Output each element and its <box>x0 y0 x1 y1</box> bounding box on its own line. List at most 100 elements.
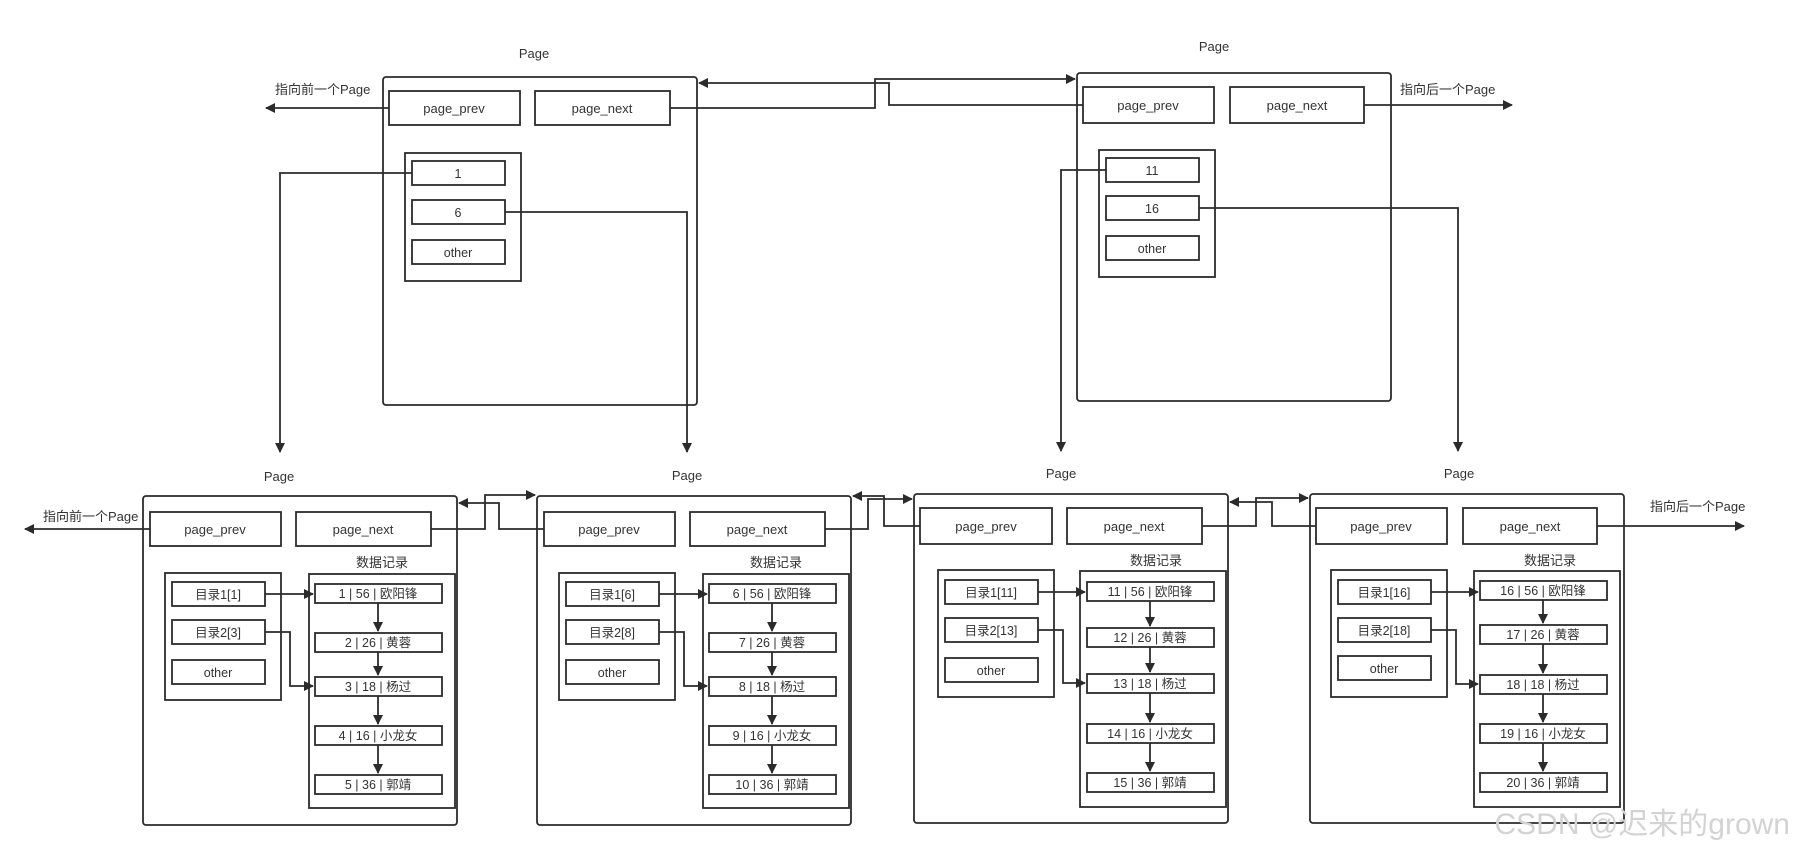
leaf-page-1-dir-3: other <box>204 666 233 680</box>
leaf-page-4-record-5: 20 | 36 | 郭靖 <box>1506 775 1579 790</box>
top-2-prev-link <box>698 78 1083 106</box>
top-page-1-next-label: page_next <box>572 101 633 116</box>
leaf-page-2-record-4: 9 | 16 | 小龙女 <box>733 728 812 743</box>
leaf-3-dir-2-link <box>1038 629 1086 688</box>
top-page-1: Page page_prev page_next 1 6 other 指向前一个… <box>275 46 698 406</box>
leaf-page-3-record-5: 15 | 36 | 郭靖 <box>1113 775 1186 790</box>
leaf-page-4-record-4: 19 | 16 | 小龙女 <box>1500 726 1586 741</box>
leaf-2-next-link <box>825 494 913 530</box>
leaf-page-3-record-5-box <box>1086 772 1215 793</box>
leaf-page-3-record-4: 14 | 16 | 小龙女 <box>1107 726 1193 741</box>
top-page-1-entry-1: 1 <box>455 167 462 181</box>
leaf-page-1-dir-2: 目录2[3] <box>195 626 241 640</box>
leaf-page-1-record-3: 3 | 18 | 杨过 <box>345 679 412 694</box>
leaf-page-2-record-1: 6 | 56 | 欧阳锋 <box>733 587 812 601</box>
leaf-page-1-record-1: 1 | 56 | 欧阳锋 <box>339 587 418 601</box>
leaf-page-3-prev-label: page_prev <box>955 519 1017 534</box>
leaf-page-1-dir-1-box <box>171 581 266 607</box>
top-page-2-entry-2: 16 <box>1145 202 1159 216</box>
leaf-1-dir-2-link <box>265 631 314 691</box>
top-page-2-next-pointer-label: 指向后一个Page <box>1400 82 1495 97</box>
leaf-page-1-title: Page <box>264 469 294 484</box>
top-page-1-prev-label: page_prev <box>423 101 485 116</box>
top-1-entry-2-link <box>505 211 692 453</box>
top-page-2-entry-1-box <box>1105 157 1200 183</box>
leaf-page-4-dir-1-box <box>1337 579 1432 605</box>
top-page-2-entry-1: 11 <box>1146 164 1159 178</box>
leaf-page-1-next-label: page_next <box>333 522 394 537</box>
leaf-page-3-dir-3-box <box>944 657 1039 683</box>
leaf-page-1-records-title: 数据记录 <box>356 555 408 570</box>
top-page-2-next-label: page_next <box>1267 98 1328 113</box>
leaf-page-1-record-4: 4 | 16 | 小龙女 <box>339 728 418 743</box>
leaf-page-4-record-3: 18 | 18 | 杨过 <box>1506 677 1580 692</box>
leaf-page-4-record-1: 16 | 56 | 欧阳锋 <box>1500 584 1586 598</box>
leaf-3-next-link <box>1202 493 1309 527</box>
top-page-1-entry-1-box <box>411 160 506 186</box>
top-page-2-next-box <box>1229 86 1365 124</box>
leaf-page-2-title: Page <box>672 468 702 483</box>
leaf-page-1-dir-2-box <box>171 619 266 645</box>
leaf-page-2-next-box <box>689 511 826 547</box>
leaf-page-4-record-5-box <box>1479 772 1608 793</box>
leaf-page-2-records-title: 数据记录 <box>750 555 802 570</box>
leaf-page-4-prev-label: page_prev <box>1350 519 1412 534</box>
watermark: CSDN @迟来的grown <box>1494 808 1790 841</box>
leaf-page-3-next-box <box>1066 507 1203 545</box>
leaf-page-3-dir-1: 目录1[11] <box>965 586 1017 600</box>
top-page-1-title: Page <box>519 46 549 61</box>
top-page-2-entry-2-box <box>1105 195 1200 221</box>
top-page-1-entry-3-box <box>411 239 506 265</box>
leaf-page-2-record-2: 7 | 26 | 黄蓉 <box>739 636 806 650</box>
leaf-page-1-record-5-box <box>314 774 443 795</box>
top-page-1-entry-3: other <box>444 246 473 260</box>
leaf-page-1-prev-pointer-label: 指向前一个Page <box>43 509 138 524</box>
leaf-page-3-dir-2: 目录2[13] <box>965 624 1018 638</box>
leaf-page-2-record-3: 8 | 18 | 杨过 <box>739 679 806 694</box>
leaf-3-prev-link <box>852 491 920 527</box>
leaf-1-next-link <box>431 490 536 530</box>
leaf-2-dir-2-link <box>659 631 708 691</box>
leaf-page-1-record-2: 2 | 26 | 黄蓉 <box>345 636 412 650</box>
top-2-entry-1-link <box>1056 169 1106 452</box>
leaf-page-1-record-5: 5 | 36 | 郭靖 <box>345 777 411 792</box>
leaf-page-3-dir-2-box <box>944 617 1039 643</box>
leaf-page-4-dir-2: 目录2[18] <box>1358 624 1411 638</box>
leaf-page-4-next-label: page_next <box>1500 519 1561 534</box>
top-page-1-entry-2: 6 <box>455 206 462 220</box>
leaf-page-2-dir-1: 目录1[6] <box>589 588 635 602</box>
leaf-page-4: Page page_prev page_next 目录1[16] 目录2[18]… <box>1309 466 1745 824</box>
leaf-page-4-dir-1: 目录1[16] <box>1358 586 1411 600</box>
leaf-page-2-record-5-box <box>708 774 837 795</box>
leaf-page-3-dir-3: other <box>977 664 1006 678</box>
leaf-page-3-record-3: 13 | 18 | 杨过 <box>1113 676 1187 691</box>
leaf-page-2-dir-2-box <box>565 619 660 645</box>
leaf-page-3-title: Page <box>1046 466 1076 481</box>
leaf-4-dir-2-link <box>1431 629 1479 689</box>
leaf-page-3: Page page_prev page_next 目录1[11] 目录2[13]… <box>913 466 1229 824</box>
leaf-page-4-next-pointer-label: 指向后一个Page <box>1650 499 1745 514</box>
leaf-page-2-next-label: page_next <box>727 522 788 537</box>
leaf-page-2-dir-3-box <box>565 659 660 685</box>
leaf-page-3-next-label: page_next <box>1104 519 1165 534</box>
leaf-page-2-record-5: 10 | 36 | 郭靖 <box>735 777 808 792</box>
top-page-2-entry-3: other <box>1138 242 1167 256</box>
leaf-page-1-dir-1: 目录1[1] <box>195 588 241 602</box>
leaf-page-4-dir-2-box <box>1337 617 1432 643</box>
top-page-2-title: Page <box>1199 39 1229 54</box>
leaf-page-4-dir-3-box <box>1337 655 1432 681</box>
top-2-entry-2-link <box>1199 207 1463 452</box>
top-page-1-prev-pointer-label: 指向前一个Page <box>275 82 370 97</box>
connectors <box>24 74 1745 774</box>
leaf-page-2-dir-2: 目录2[8] <box>589 626 635 640</box>
leaf-page-4-records-title: 数据记录 <box>1524 553 1576 568</box>
leaf-page-2-dir-3: other <box>598 666 627 680</box>
leaf-page-4-next-box <box>1462 507 1598 545</box>
leaf-page-4-record-2: 17 | 26 | 黄蓉 <box>1506 628 1580 642</box>
leaf-page-3-record-1: 11 | 56 | 欧阳锋 <box>1108 585 1193 599</box>
top-page-2-prev-label: page_prev <box>1117 98 1179 113</box>
leaf-page-1-prev-label: page_prev <box>184 522 246 537</box>
top-1-next-link <box>670 74 1076 109</box>
top-page-2-entry-3-box <box>1105 235 1200 261</box>
